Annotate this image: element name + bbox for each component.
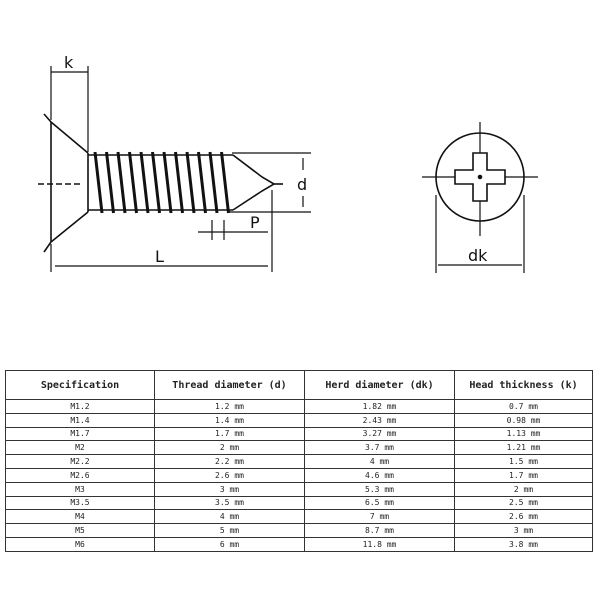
thread-line [128, 151, 138, 214]
thread-line [151, 151, 161, 214]
table-cell: M1.7 [5, 426, 155, 442]
table-cell: 11.8 mm [304, 536, 455, 552]
table-cell: 3.8 mm [454, 536, 593, 552]
table-cell: 2 mm [454, 481, 593, 497]
table-cell: M1.4 [5, 412, 155, 428]
thread-line [208, 151, 219, 214]
table-cell: 2.2 mm [154, 454, 305, 469]
d-dimension [228, 152, 311, 213]
table-cell: 1.5 mm [454, 454, 593, 469]
table-header-row: Specification Thread diameter (d) Herd d… [5, 370, 593, 400]
table-cell: 5 mm [154, 523, 305, 538]
table-cell: 7 mm [304, 509, 455, 525]
table-cell: 0.98 mm [454, 412, 593, 428]
specification-table: Specification Thread diameter (d) Herd d… [5, 370, 593, 552]
table-cell: 4.6 mm [304, 467, 455, 483]
p-label: P [250, 213, 260, 232]
table-cell: 1.82 mm [304, 399, 455, 414]
table-cell: 4 mm [154, 509, 305, 525]
thread-line [116, 151, 127, 214]
thread-line [105, 151, 115, 214]
dk-label: dk [468, 246, 488, 265]
table-cell: M2.2 [5, 454, 155, 469]
table-cell: 2.43 mm [304, 412, 455, 428]
table-cell: 2.6 mm [454, 509, 593, 525]
thread-line [139, 151, 150, 214]
thread-line [93, 151, 104, 214]
table-cell: 8.7 mm [304, 523, 455, 538]
thread-line [162, 151, 173, 214]
l-dimension [50, 190, 273, 272]
table-cell: M2.6 [5, 467, 155, 483]
header-head-diameter: Herd diameter (dk) [304, 370, 455, 400]
thread-line [174, 151, 184, 214]
screw-head-top-view [422, 122, 538, 236]
table-cell: M3 [5, 481, 155, 497]
header-head-thickness: Head thickness (k) [454, 370, 593, 400]
table-cell: 2.5 mm [454, 495, 593, 511]
table-cell: 4 mm [304, 454, 455, 469]
table-cell: 0.7 mm [454, 399, 593, 414]
table-cell: 6.5 mm [304, 495, 455, 511]
dk-dimension [435, 195, 525, 273]
table-cell: M6 [5, 536, 155, 552]
table-cell: 3.7 mm [304, 440, 455, 456]
d-label: d [297, 175, 307, 194]
screw-side-view [38, 113, 283, 253]
header-specification: Specification [5, 370, 155, 400]
k-dimension [50, 66, 89, 152]
table-cell: 1.13 mm [454, 426, 593, 442]
table-cell: 3.5 mm [154, 495, 305, 511]
table-cell: 3.27 mm [304, 426, 455, 442]
table-cell: M4 [5, 509, 155, 525]
table-cell: 3 mm [154, 481, 305, 497]
l-label: L [155, 247, 164, 266]
table-cell: 2 mm [154, 440, 305, 456]
table-cell: 6 mm [154, 536, 305, 552]
thread-line [185, 151, 196, 214]
table-cell: M5 [5, 523, 155, 538]
table-cell: 1.7 mm [154, 426, 305, 442]
table-cell: M2 [5, 440, 155, 456]
table-cell: 3 mm [454, 523, 593, 538]
table-cell: 5.3 mm [304, 481, 455, 497]
screw-dimension-drawing: k d P L dk [38, 53, 538, 273]
thread-line [197, 151, 207, 214]
table-cell: 1.7 mm [454, 467, 593, 483]
table-cell: M1.2 [5, 399, 155, 414]
table-cell: 1.4 mm [154, 412, 305, 428]
table-cell: 2.6 mm [154, 467, 305, 483]
table-cell: 1.2 mm [154, 399, 305, 414]
k-label: k [64, 53, 74, 72]
table-cell: M3.5 [5, 495, 155, 511]
p-dimension [198, 220, 268, 240]
table-cell: 1.21 mm [454, 440, 593, 456]
header-thread-diameter: Thread diameter (d) [154, 370, 305, 400]
thread-line [220, 151, 230, 214]
